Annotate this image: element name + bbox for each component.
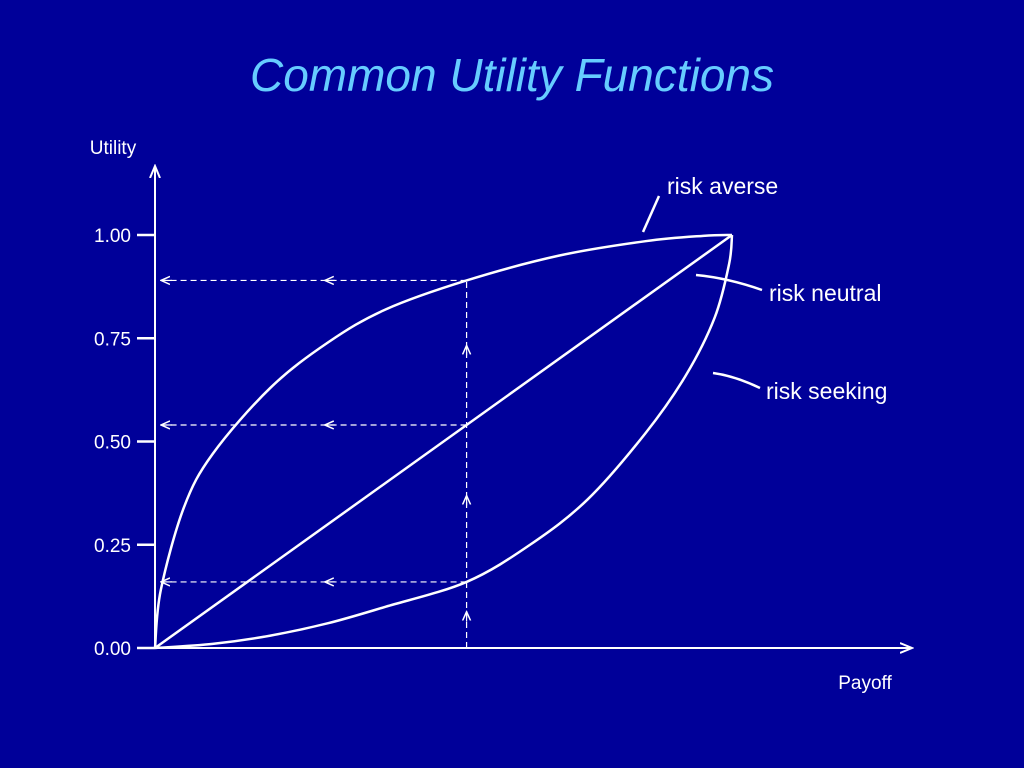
y-tick-label-2: 0.50	[94, 433, 131, 454]
risk-seeking-label: risk seeking	[766, 378, 887, 404]
risk-seeking-pointer	[712, 371, 761, 390]
risk-averse-pointer	[641, 195, 661, 233]
annotation-risk-averse: risk averse	[641, 173, 778, 233]
series-risk-averse	[153, 233, 733, 649]
series-curves	[153, 233, 734, 650]
slide-title: Common Utility Functions	[249, 49, 775, 101]
y-tick-label-1: 0.25	[94, 536, 131, 557]
y-tick-label-3: 0.75	[94, 329, 131, 350]
risk-neutral-label: risk neutral	[769, 280, 881, 306]
annotation-risk-seeking: risk seeking	[712, 371, 887, 404]
reference-guides	[161, 280, 467, 648]
risk-neutral-pointer	[695, 273, 763, 292]
series-risk-neutral	[154, 233, 733, 650]
y-tick-label-0: 0.00	[94, 639, 131, 660]
risk-averse-label: risk averse	[667, 173, 778, 199]
y-ticks: 0.00 0.25 0.50 0.75 1.00	[94, 226, 155, 660]
annotation-risk-neutral: risk neutral	[695, 273, 881, 306]
x-axis-label: Payoff	[838, 673, 892, 694]
series-risk-seeking	[154, 234, 734, 650]
y-axis-label: Utility	[90, 138, 137, 159]
y-tick-label-4: 1.00	[94, 226, 131, 247]
